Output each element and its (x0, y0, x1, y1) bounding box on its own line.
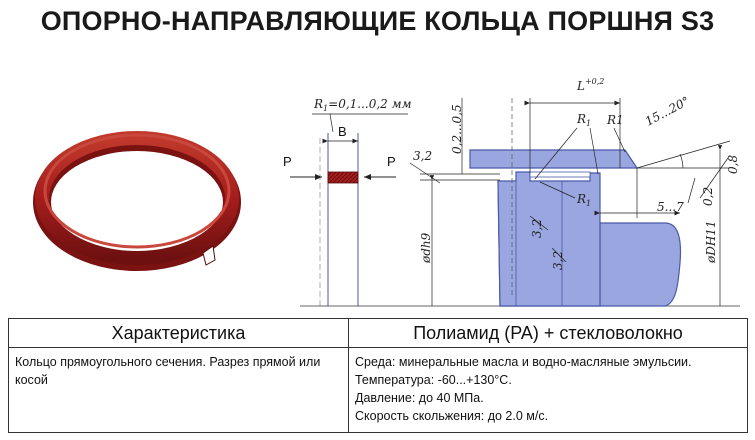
width-label: B (338, 124, 347, 139)
property-pressure: Давление: до 40 МПа. (355, 391, 484, 405)
characteristic-text: Кольцо прямоугольного сечения. Разрез пр… (8, 347, 349, 433)
radius-note: R1=0,1...0,2 мм (313, 97, 412, 113)
dim-0-8: 0,8 (726, 155, 740, 174)
piston-groove-view: L+0,2 0,2...0,5 3,2 R1 R1 R1 15...20° 0,… (300, 77, 740, 307)
dim-R1-c: R1 (576, 192, 591, 208)
dim-0-2-0-5: 0,2...0,5 (450, 104, 464, 154)
spec-body-row: Кольцо прямоугольного сечения. Разрез пр… (8, 347, 748, 433)
property-speed: Скорость скольжения: до 2.0 м/с. (355, 409, 549, 423)
property-medium: Среда: минеральные масла и водно-масляны… (355, 355, 692, 369)
dim-0-2: 0,2 (701, 187, 715, 206)
dim-5-7: 5...7 (657, 200, 684, 214)
dim-L: L+0,2 (576, 77, 604, 93)
dim-R1-b: R1 (606, 113, 624, 127)
force-right-label: P (387, 154, 396, 169)
dim-R1-a: R1 (576, 112, 591, 128)
guide-ring-image (33, 131, 241, 271)
dim-angle: 15...20° (643, 94, 692, 129)
ring-section-view: B P P R1=0,1...0,2 мм (283, 97, 412, 308)
dim-DH11: øDH11 (704, 220, 718, 264)
page-title: ОПОРНО-НАПРАВЛЯЮЩИЕ КОЛЬЦА ПОРШНЯ S3 (40, 6, 715, 36)
dim-3-2-top: 3,2 (413, 149, 432, 163)
property-temperature: Температура: -60...+130°C. (355, 373, 512, 387)
dim-3-2-low: 3,2 (551, 251, 565, 270)
header-characteristic: Характеристика (8, 318, 349, 348)
dim-3-2-mid: 3,2 (530, 219, 544, 238)
header-material: Полиамид (PA) + стекловолокно (348, 318, 748, 348)
ring-section (327, 171, 359, 184)
spec-header-row: Характеристика Полиамид (PA) + стекловол… (8, 318, 748, 348)
properties-cell: Среда: минеральные масла и водно-масляны… (348, 347, 748, 433)
spec-table: Характеристика Полиамид (PA) + стекловол… (8, 318, 748, 433)
technical-drawing: B P P R1=0,1...0,2 мм L+0,2 0,2...0,5 3,… (33, 77, 740, 308)
dim-dh9: ødh9 (419, 232, 433, 264)
force-left-label: P (283, 154, 292, 169)
